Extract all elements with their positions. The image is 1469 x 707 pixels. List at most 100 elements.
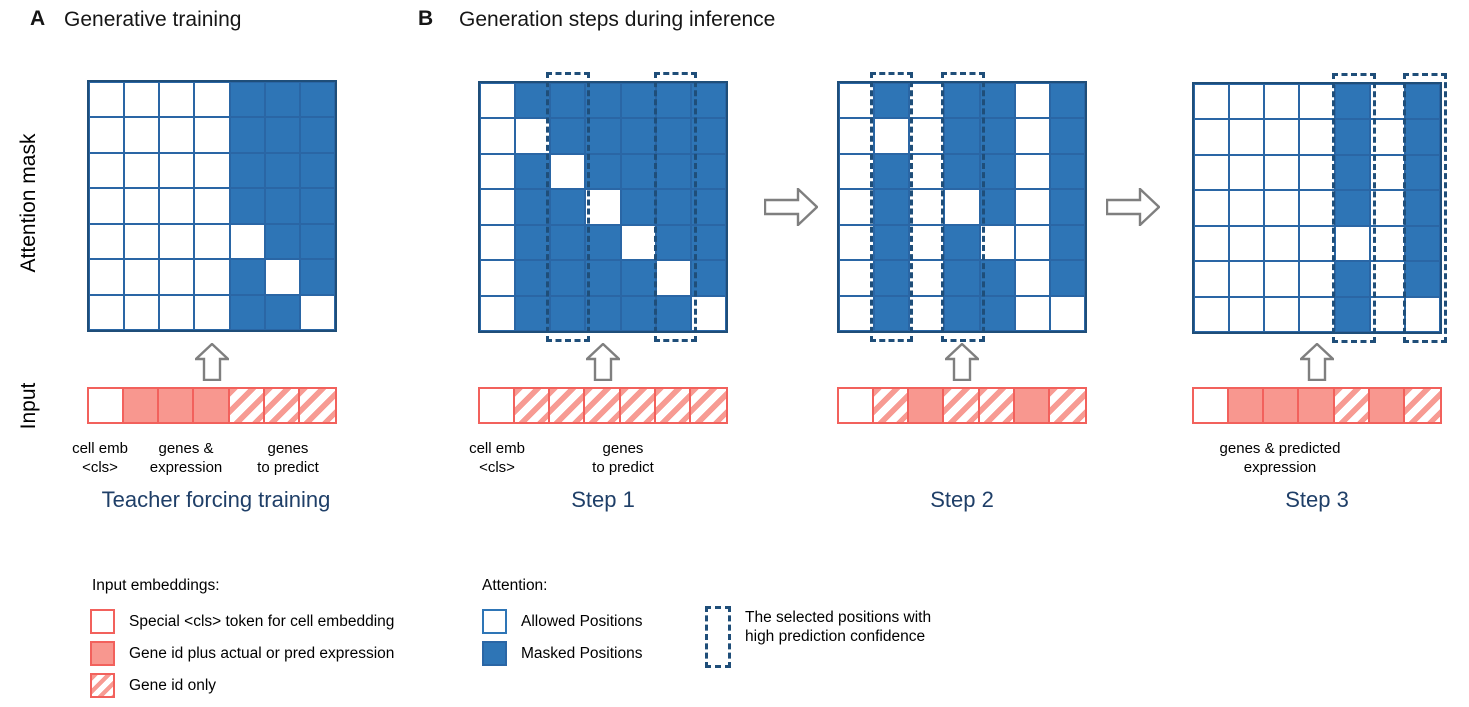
masked-position-cell bbox=[690, 153, 726, 190]
allowed-position-cell bbox=[944, 189, 980, 225]
legend-item-cls-token: Special <cls> token for cell embedding bbox=[90, 609, 394, 634]
masked-position-cell bbox=[979, 295, 1015, 331]
gene-id-only-token-cell bbox=[515, 389, 551, 422]
allowed-position-cell bbox=[1369, 190, 1405, 226]
allowed-position-cell bbox=[194, 117, 230, 153]
legend-item-label: Allowed Positions bbox=[521, 612, 643, 630]
masked-position-cell bbox=[1334, 190, 1370, 226]
masked-position-cell bbox=[585, 83, 621, 119]
annotation-genes-to-predict: genes to predict bbox=[257, 440, 319, 476]
allowed-position-cell bbox=[480, 224, 516, 261]
input-row-step2 bbox=[837, 387, 1087, 424]
masked-position-cell bbox=[655, 83, 691, 119]
allowed-position-cell bbox=[909, 224, 945, 261]
masked-position-cell bbox=[655, 153, 691, 190]
allowed-position-cell bbox=[1229, 225, 1265, 262]
allowed-position-cell bbox=[839, 224, 875, 261]
allowed-position-cell bbox=[839, 189, 875, 225]
allowed-position-cell bbox=[1299, 296, 1335, 332]
allowed-position-cell bbox=[1264, 261, 1300, 297]
allowed-positions-swatch-icon bbox=[482, 609, 507, 634]
masked-position-cell bbox=[944, 83, 980, 119]
masked-position-cell bbox=[1404, 84, 1440, 120]
cls-token-cell bbox=[1194, 389, 1230, 422]
allowed-position-cell bbox=[1194, 261, 1230, 297]
masked-position-cell bbox=[550, 224, 586, 261]
input-row-step3 bbox=[1192, 387, 1442, 424]
allowed-position-cell bbox=[1194, 84, 1230, 120]
masked-position-cell bbox=[550, 295, 586, 331]
masked-position-cell bbox=[1049, 260, 1085, 296]
masked-position-cell bbox=[690, 118, 726, 154]
masked-position-cell bbox=[264, 117, 300, 153]
allowed-position-cell bbox=[194, 259, 230, 295]
masked-position-cell bbox=[1049, 153, 1085, 190]
masked-position-cell bbox=[515, 224, 551, 261]
allowed-position-cell bbox=[89, 152, 125, 189]
allowed-position-cell bbox=[839, 83, 875, 119]
allowed-position-cell bbox=[1194, 190, 1230, 226]
masked-position-cell bbox=[1049, 83, 1085, 119]
masked-position-cell bbox=[655, 118, 691, 154]
masked-position-cell bbox=[620, 260, 656, 296]
allowed-position-cell bbox=[1369, 261, 1405, 297]
allowed-position-cell bbox=[1014, 153, 1050, 190]
allowed-position-cell bbox=[480, 83, 516, 119]
cls-token-cell bbox=[839, 389, 875, 422]
masked-position-cell bbox=[1049, 189, 1085, 225]
allowed-position-cell bbox=[909, 295, 945, 331]
allowed-position-cell bbox=[1014, 260, 1050, 296]
cls-token-cell bbox=[480, 389, 516, 422]
masked-position-cell bbox=[299, 259, 335, 295]
masked-position-cell bbox=[690, 224, 726, 261]
allowed-position-cell bbox=[194, 152, 230, 189]
masked-position-cell bbox=[1404, 119, 1440, 155]
masked-position-cell bbox=[620, 118, 656, 154]
allowed-position-cell bbox=[159, 82, 195, 118]
title-step-3: Step 3 bbox=[1285, 487, 1349, 512]
allowed-position-cell bbox=[1014, 295, 1050, 331]
masked-position-cell bbox=[229, 117, 265, 153]
masked-position-cell bbox=[1049, 118, 1085, 154]
masked-position-cell bbox=[874, 295, 910, 331]
annotation-cell-emb-cls: cell emb <cls> bbox=[72, 440, 128, 476]
masked-position-cell bbox=[229, 152, 265, 189]
annotation-genes-predicted-expression: genes & predicted expression bbox=[1219, 440, 1341, 476]
allowed-position-cell bbox=[89, 188, 125, 224]
masked-position-cell bbox=[229, 259, 265, 295]
allowed-position-cell bbox=[124, 152, 160, 189]
masked-position-cell bbox=[550, 189, 586, 225]
masked-position-cell bbox=[655, 224, 691, 261]
legend-item-label: Gene id only bbox=[129, 676, 217, 694]
allowed-position-cell bbox=[124, 294, 160, 330]
masked-position-cell bbox=[655, 295, 691, 331]
allowed-position-cell bbox=[1264, 225, 1300, 262]
allowed-position-cell bbox=[909, 260, 945, 296]
allowed-position-cell bbox=[159, 117, 195, 153]
attention-mask-grid-step1 bbox=[478, 72, 728, 342]
allowed-position-cell bbox=[1369, 225, 1405, 262]
gene-expression-token-cell bbox=[1014, 389, 1050, 422]
allowed-position-cell bbox=[874, 118, 910, 154]
masked-position-cell bbox=[264, 188, 300, 224]
allowed-position-cell bbox=[1369, 84, 1405, 120]
legend-attention: Allowed Positions Masked Positions bbox=[482, 609, 642, 666]
allowed-position-cell bbox=[909, 153, 945, 190]
title-teacher-forcing-training: Teacher forcing training bbox=[101, 487, 331, 512]
allowed-position-cell bbox=[1264, 119, 1300, 155]
allowed-position-cell bbox=[1014, 83, 1050, 119]
allowed-position-cell bbox=[229, 223, 265, 260]
masked-position-cell bbox=[874, 153, 910, 190]
right-arrow-icon bbox=[1106, 188, 1160, 226]
legend-item-gene-id-only: Gene id only bbox=[90, 673, 394, 698]
legend-attention-title: Attention: bbox=[482, 577, 548, 594]
gene-expression-token-cell bbox=[1264, 389, 1300, 422]
allowed-position-cell bbox=[839, 118, 875, 154]
input-row-step1 bbox=[478, 387, 728, 424]
masked-position-cell bbox=[620, 83, 656, 119]
masked-position-cell bbox=[1404, 154, 1440, 191]
allowed-position-cell bbox=[1369, 154, 1405, 191]
gene-id-only-token-cell bbox=[1049, 389, 1085, 422]
panel-a-letter: A bbox=[30, 7, 46, 30]
allowed-position-cell bbox=[1334, 225, 1370, 262]
